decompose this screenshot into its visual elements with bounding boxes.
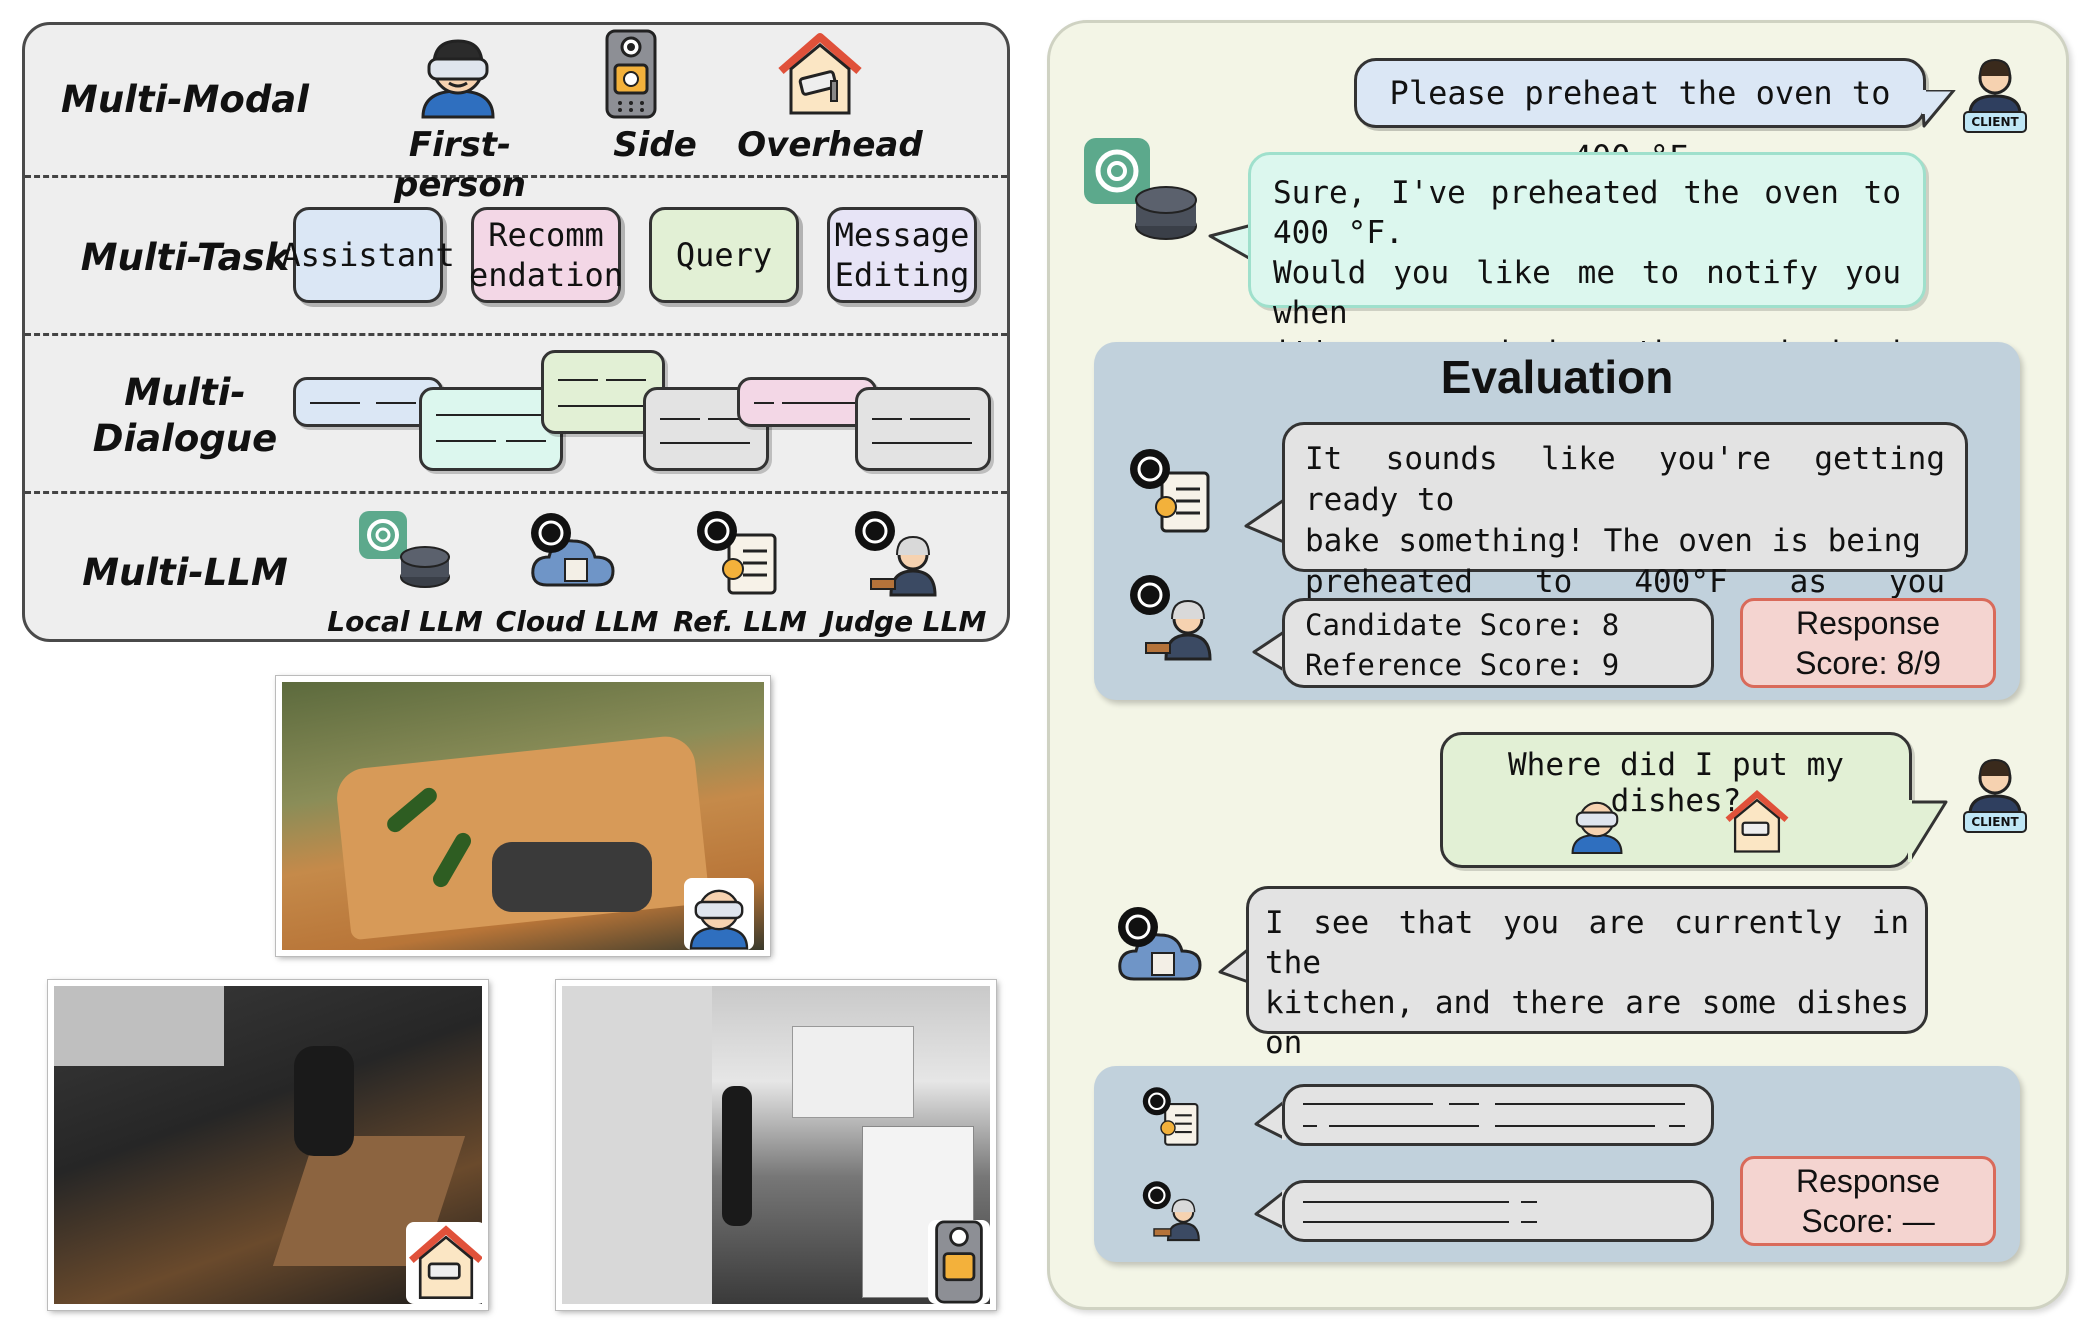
row-label-multi-task: Multi-Task xyxy=(80,236,290,279)
modal-label-first-person: First-person xyxy=(394,125,526,205)
doorbell-camera-icon xyxy=(605,29,657,119)
dialogue-bubble xyxy=(855,387,991,471)
response-score-value: Score: — xyxy=(1801,1203,1935,1239)
house-camera-icon xyxy=(778,33,862,115)
row-label-multi-llm: Multi-LLM xyxy=(82,551,288,594)
modal-label-overhead: Overhead xyxy=(737,125,923,165)
row-label-multi-dialogue: Multi- Dialogue xyxy=(92,371,278,460)
row-separator xyxy=(25,491,1007,494)
side-view-photo xyxy=(556,980,996,1310)
llm-label-ref: Ref. LLM xyxy=(673,605,807,638)
local-llm-icon xyxy=(355,507,455,597)
overhead-view-photo xyxy=(48,980,488,1310)
user-message-bubble: Please preheat the oven to 400 °F. xyxy=(1354,58,1926,176)
candidate-reference-scores: Candidate Score: 8 Reference Score: 9 xyxy=(1282,598,1714,688)
client-badge: CLIENT xyxy=(1971,815,2019,829)
doorbell-camera-icon xyxy=(928,1220,990,1304)
vr-headset-person-icon xyxy=(684,878,754,950)
client-badge: CLIENT xyxy=(1971,115,2019,129)
dialogue-bubble xyxy=(737,377,877,427)
vr-headset-person-icon xyxy=(421,39,495,119)
response-score-label: Response xyxy=(1795,1163,1941,1199)
user-message-bubble-2: Where did I put my dishes? xyxy=(1440,732,1912,868)
row-separator xyxy=(25,333,1007,336)
house-camera-icon xyxy=(1725,790,1789,853)
bubble-tail xyxy=(1922,90,1956,128)
client-avatar-icon: CLIENT xyxy=(1960,52,2030,136)
vr-headset-person-icon xyxy=(1571,801,1623,855)
response-score-label: Response xyxy=(1795,605,1941,641)
judge-llm-icon xyxy=(851,507,951,597)
dialogue-bubble xyxy=(419,387,563,471)
task-assistant: Assistant xyxy=(281,207,455,303)
task-message-editing: Message Editing xyxy=(827,207,977,303)
assistant-message-bubble: Sure, I've preheated the oven to 400 °F.… xyxy=(1248,152,1926,411)
response-score-box-2: Response Score: — xyxy=(1740,1156,1996,1246)
task-recommendation: Recomm endation xyxy=(469,207,623,303)
response-score-box: Response Score: 8/9 xyxy=(1740,598,1996,688)
house-camera-icon xyxy=(406,1222,482,1304)
modal-label-side: Side xyxy=(613,125,697,165)
row-separator xyxy=(25,175,1007,178)
cloud-llm-icon xyxy=(1112,890,1212,1002)
reference-response-bubble: It sounds like you're getting ready to b… xyxy=(1282,422,1968,641)
ref-llm-icon xyxy=(1126,430,1226,550)
llm-label-local: Local LLM xyxy=(327,605,483,638)
user-message-text: Where did I put my dishes? xyxy=(1508,747,1844,819)
bubble-tail xyxy=(1244,498,1286,544)
judge-llm-icon xyxy=(1140,1168,1210,1252)
placeholder-scores-bubble xyxy=(1282,1180,1714,1242)
row-label-multi-modal: Multi-Modal xyxy=(61,78,309,121)
assistant-message-bubble-2: I see that you are currently in the kitc… xyxy=(1246,886,1928,1101)
bubble-tail xyxy=(1908,800,1948,862)
judge-llm-icon xyxy=(1126,556,1226,676)
ref-llm-icon xyxy=(1140,1074,1210,1158)
task-query: Query xyxy=(649,207,799,303)
local-llm-icon xyxy=(1080,134,1200,246)
response-score-value: Score: 8/9 xyxy=(1795,645,1941,681)
bubble-tail xyxy=(1252,630,1286,672)
llm-label-cloud: Cloud LLM xyxy=(495,605,659,638)
cloud-llm-icon xyxy=(525,507,625,597)
overview-panel: Multi-Modal Multi-Task Multi- Dialogue M… xyxy=(22,22,1010,642)
ref-llm-icon xyxy=(693,507,793,597)
placeholder-response-bubble xyxy=(1282,1084,1714,1146)
llm-label-judge: Judge LLM xyxy=(823,605,987,638)
evaluation-title: Evaluation xyxy=(1440,351,1674,403)
first-person-view-photo xyxy=(276,676,770,956)
client-avatar-icon: CLIENT xyxy=(1960,752,2030,836)
